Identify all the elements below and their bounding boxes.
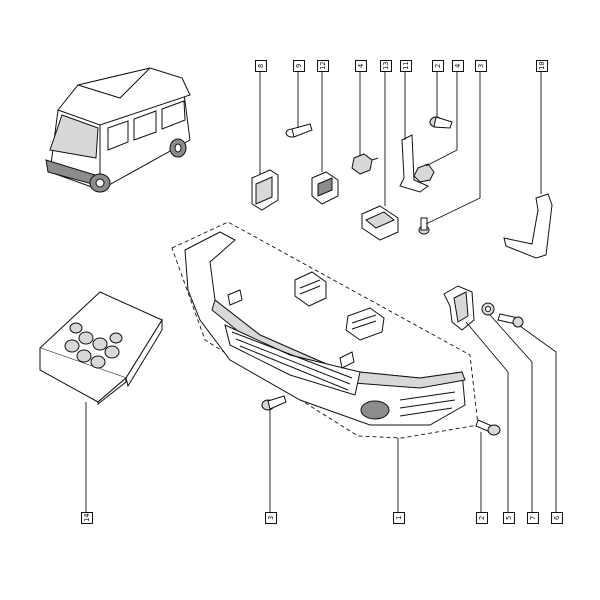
part-2-bolt-bottom	[475, 419, 501, 436]
callout-7: 7	[527, 512, 539, 524]
callout-9: 9	[293, 60, 305, 72]
callout-2b: 2	[476, 512, 488, 524]
part-8-bracket	[251, 169, 279, 211]
bumper-clip-lower	[345, 307, 385, 341]
part-11-bracket	[399, 134, 429, 193]
callout-5: 5	[503, 512, 515, 524]
part-2-bolt-top	[429, 116, 453, 129]
callout-4b: 4	[452, 60, 464, 72]
callout-10: 10	[536, 60, 548, 72]
callout-12: 12	[317, 60, 329, 72]
part-14-kit-box	[39, 291, 163, 406]
part-12-clip	[311, 171, 339, 205]
callout-2a: 2	[432, 60, 444, 72]
callout-13: 13	[380, 60, 392, 72]
part-4-nut-right	[413, 163, 435, 183]
part-6-bolt	[497, 313, 524, 328]
part-9-screw	[285, 123, 313, 138]
part-3-screw-bottom	[261, 395, 287, 411]
part-4-nut-left	[351, 153, 379, 175]
leader-lines	[85, 70, 557, 512]
callout-11: 11	[400, 60, 412, 72]
callout-6: 6	[551, 512, 563, 524]
callout-1: 1	[393, 512, 405, 524]
bumper-clip-upper	[294, 271, 327, 307]
callout-3a: 3	[475, 60, 487, 72]
part-13-clip	[361, 205, 399, 241]
part-3-screw-top	[418, 217, 430, 235]
callout-3b: 3	[265, 512, 277, 524]
part-10-bracket	[503, 193, 553, 259]
part-5-bracket	[443, 285, 475, 331]
callout-8: 8	[255, 60, 267, 72]
callout-4a: 4	[355, 60, 367, 72]
callout-14: 14	[81, 512, 93, 524]
front-bumper	[184, 231, 466, 426]
van-illustration	[45, 67, 191, 193]
